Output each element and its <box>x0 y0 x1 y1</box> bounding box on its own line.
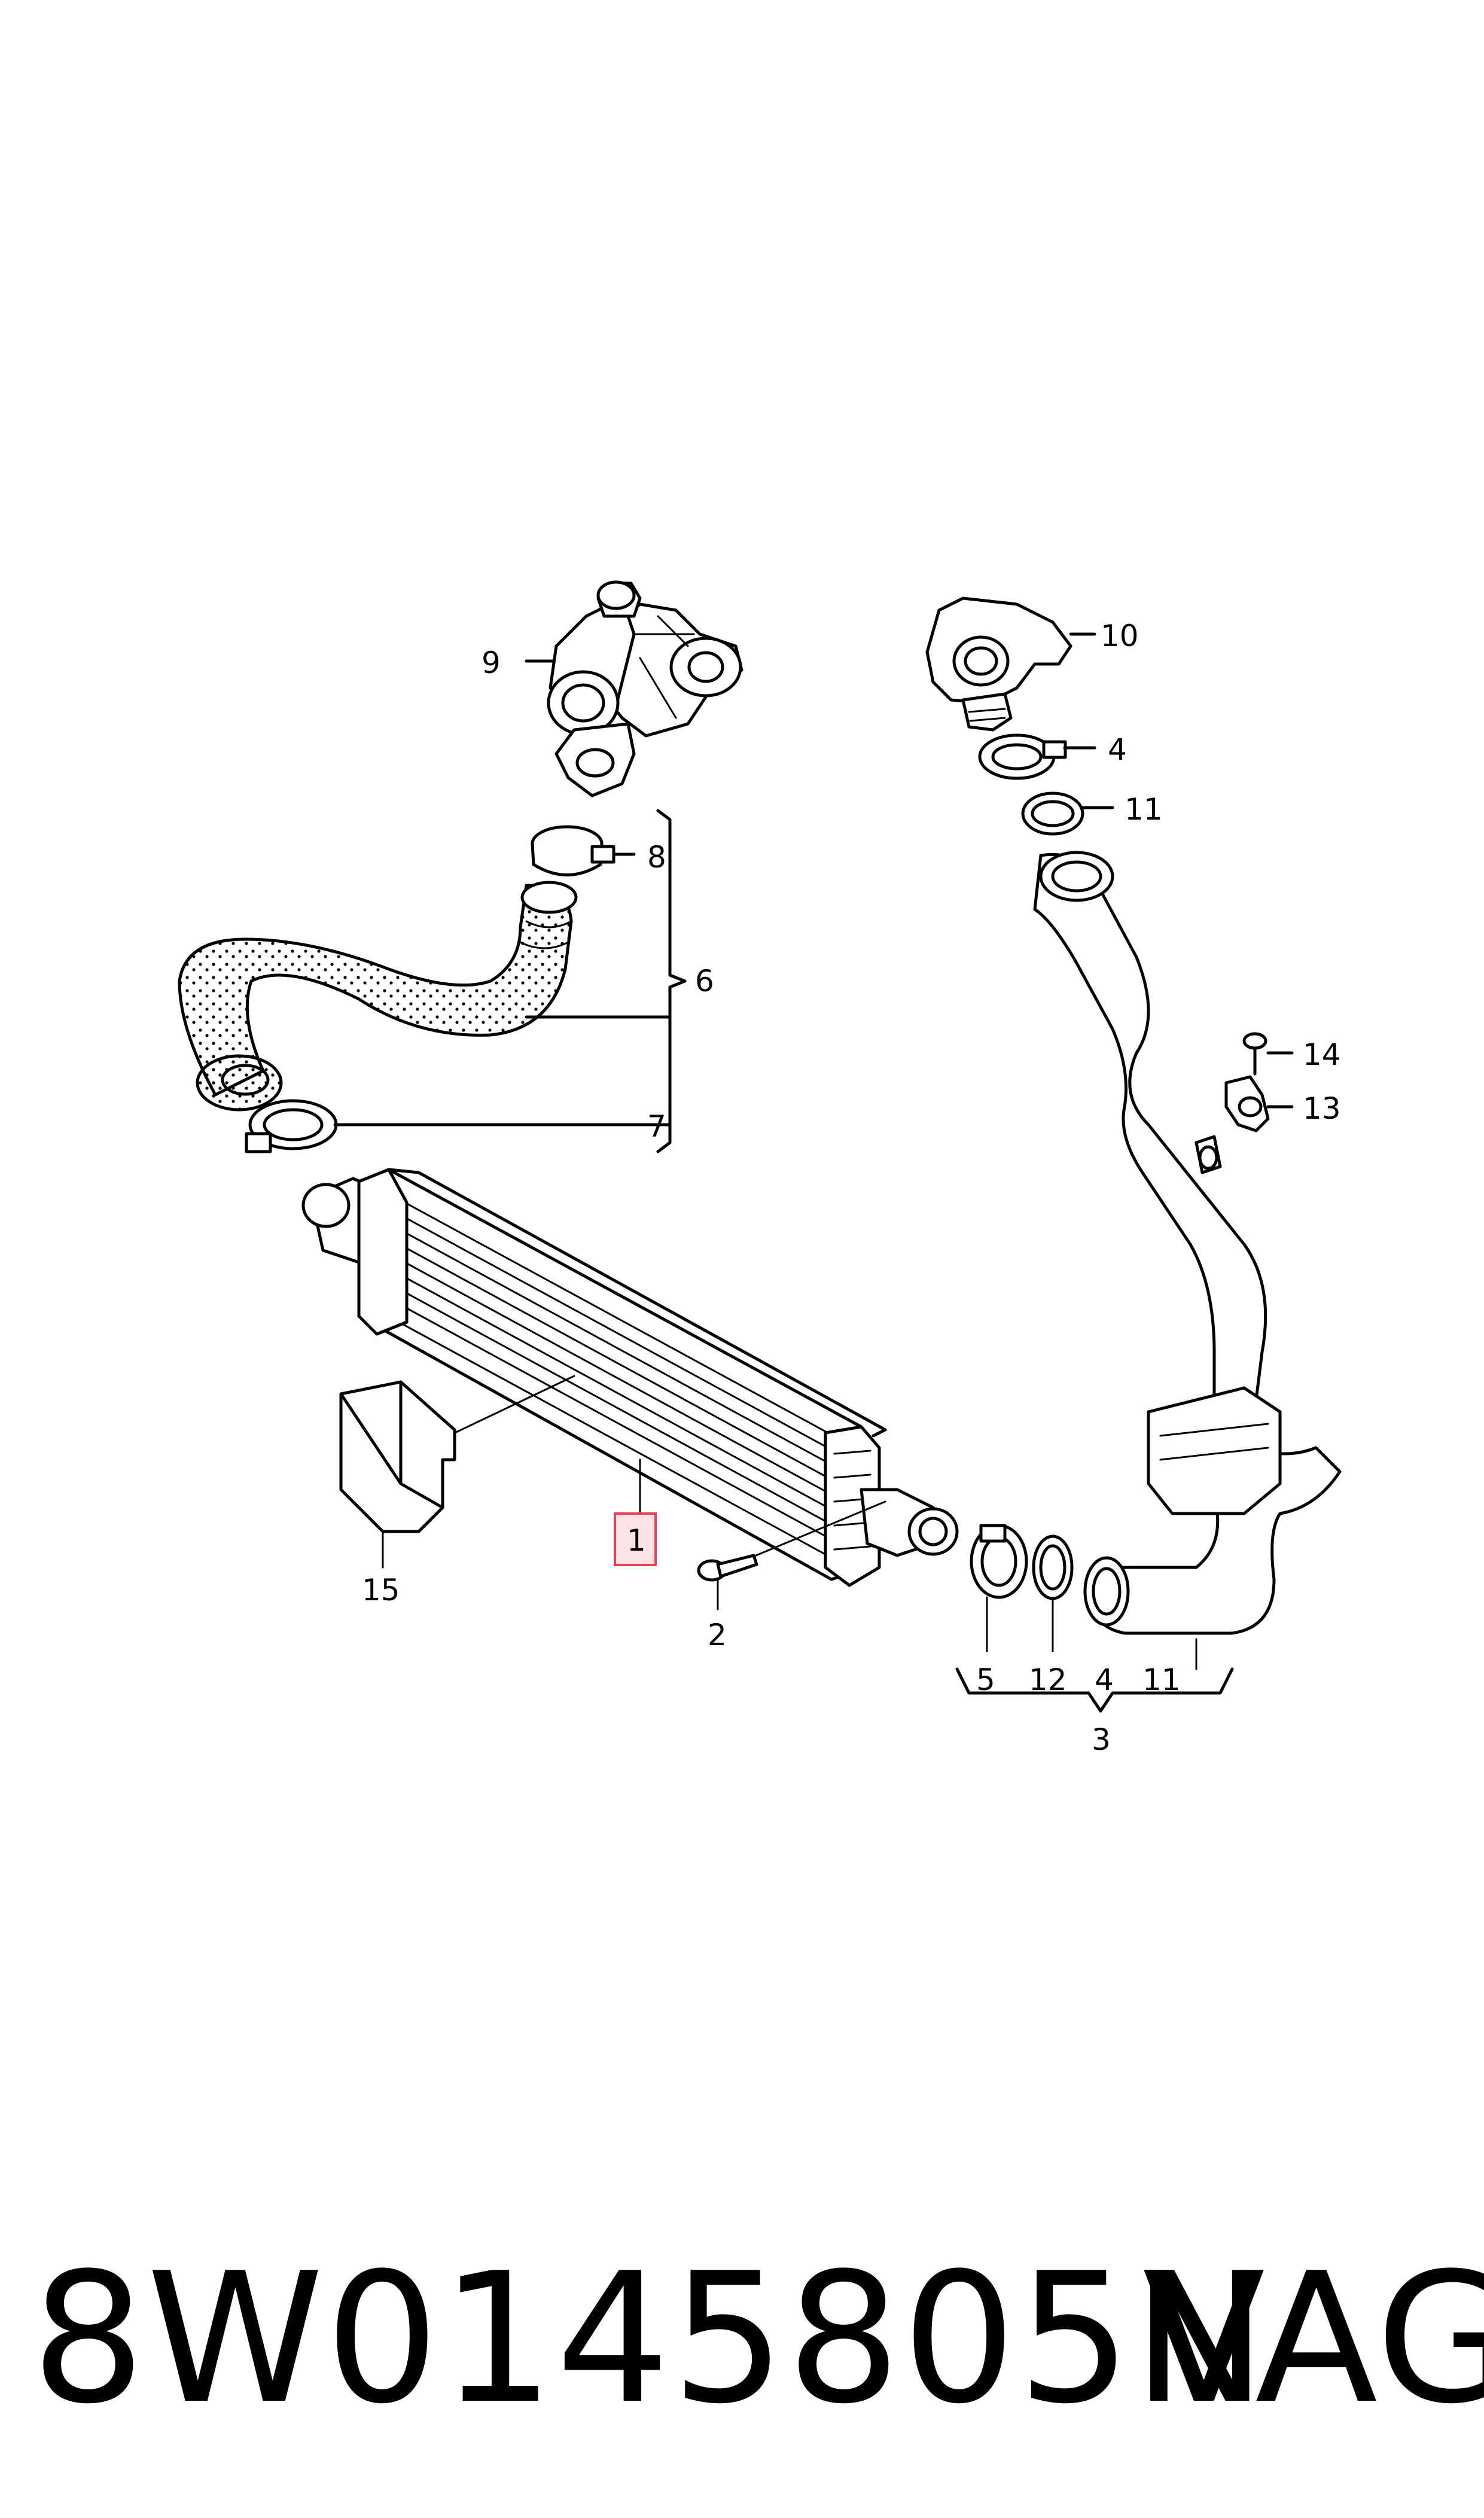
part-number-text: 8W0145805N <box>31 2234 1268 2443</box>
brand-text: VAG <box>1142 2234 1484 2443</box>
hose-clamp-lower <box>245 1099 672 1153</box>
callout-bracket-3: 4 11 3 <box>955 1663 1234 1757</box>
callout-11-upper: 11 <box>1125 792 1163 827</box>
screw-part: 2 <box>697 1554 758 1652</box>
hose-clamp-upper-right: 4 <box>978 732 1127 780</box>
o-ring-part: 12 <box>1029 1534 1074 1697</box>
callout-4-lower: 4 <box>1095 1663 1114 1697</box>
callout-4-upper: 4 <box>1108 732 1127 767</box>
turbocharger-part: 9 <box>482 580 743 797</box>
o-ring-upper: 11 <box>1021 791 1163 836</box>
callout-8: 8 <box>647 840 666 875</box>
intercooler-part <box>301 1168 959 1587</box>
callout-6: 6 <box>695 964 714 998</box>
callout-15: 15 <box>362 1573 400 1607</box>
callout-1: 1 <box>627 1523 646 1558</box>
callout-7: 7 <box>647 1109 666 1144</box>
charge-air-hose <box>178 881 672 1112</box>
pressure-sensor-part: 13 <box>1224 1075 1341 1132</box>
callout-bracket-6: 6 7 <box>647 809 714 1153</box>
callout-2: 2 <box>708 1618 727 1652</box>
callout-1-highlight <box>614 1512 657 1566</box>
outlet-clamp-part: 5 <box>970 1524 1028 1697</box>
sensor-screw-part: 14 <box>1242 1032 1341 1076</box>
callout-3: 3 <box>1092 1722 1111 1757</box>
callout-5: 5 <box>976 1663 995 1697</box>
callout-10: 10 <box>1101 619 1139 653</box>
callout-13: 13 <box>1303 1091 1341 1126</box>
hose-clamp-upper: 8 <box>531 825 666 876</box>
throttle-body-part: 10 <box>925 596 1139 732</box>
callout-12: 12 <box>1029 1663 1067 1697</box>
charge-air-pipe <box>1033 851 1342 1670</box>
callout-11-lower: 11 <box>1142 1663 1181 1697</box>
cover-bracket-part: 15 <box>339 1380 456 1607</box>
callout-14: 14 <box>1303 1037 1341 1072</box>
callout-9: 9 <box>482 646 501 680</box>
